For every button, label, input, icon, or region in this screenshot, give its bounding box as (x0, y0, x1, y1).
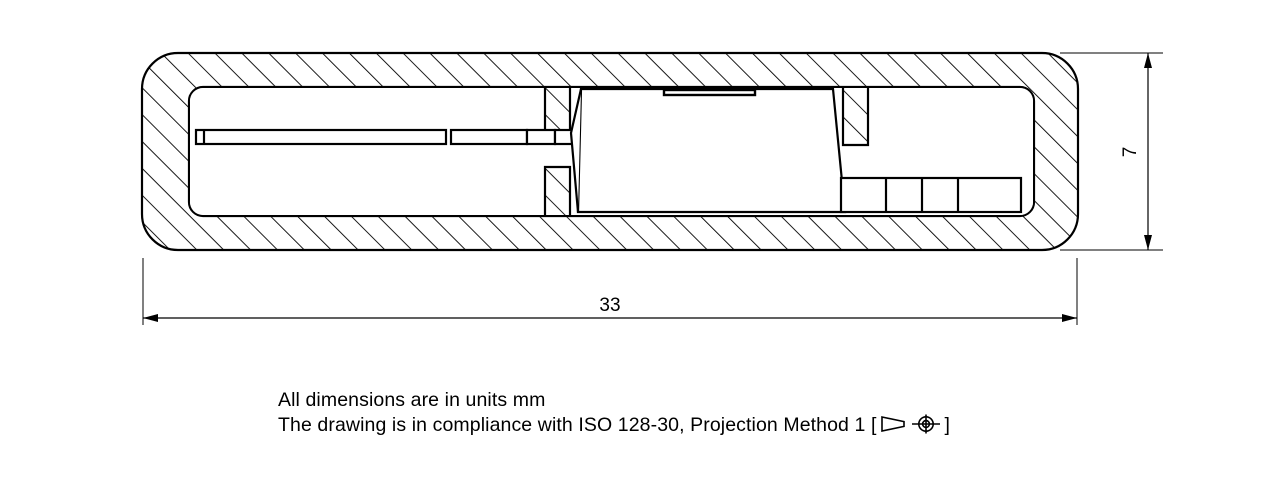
lower-notch (543, 165, 572, 215)
first-angle-projection-symbol (878, 413, 944, 442)
note-line-units: All dimensions are in units mm (278, 389, 546, 411)
top-contact-strip (662, 88, 757, 97)
note-standard-suffix: ] (944, 414, 951, 437)
four-cell-segmented-block (839, 176, 1023, 214)
dimension-height-value: 7 (1120, 147, 1141, 158)
segmented-pin-rod (194, 128, 587, 146)
dimension-height: 7 (1060, 52, 1163, 251)
upper-notch (543, 87, 572, 136)
upper-notch-right (841, 87, 870, 147)
dimension-width-value: 33 (599, 295, 620, 316)
note-standard-prefix: The drawing is in compliance with ISO 12… (278, 414, 877, 437)
trapezoidal-body (569, 87, 847, 214)
dimension-width: 33 (142, 258, 1078, 325)
note-line-standard: The drawing is in compliance with ISO 12… (278, 413, 1038, 442)
notes-block: All dimensions are in units mm The drawi… (278, 388, 1038, 442)
